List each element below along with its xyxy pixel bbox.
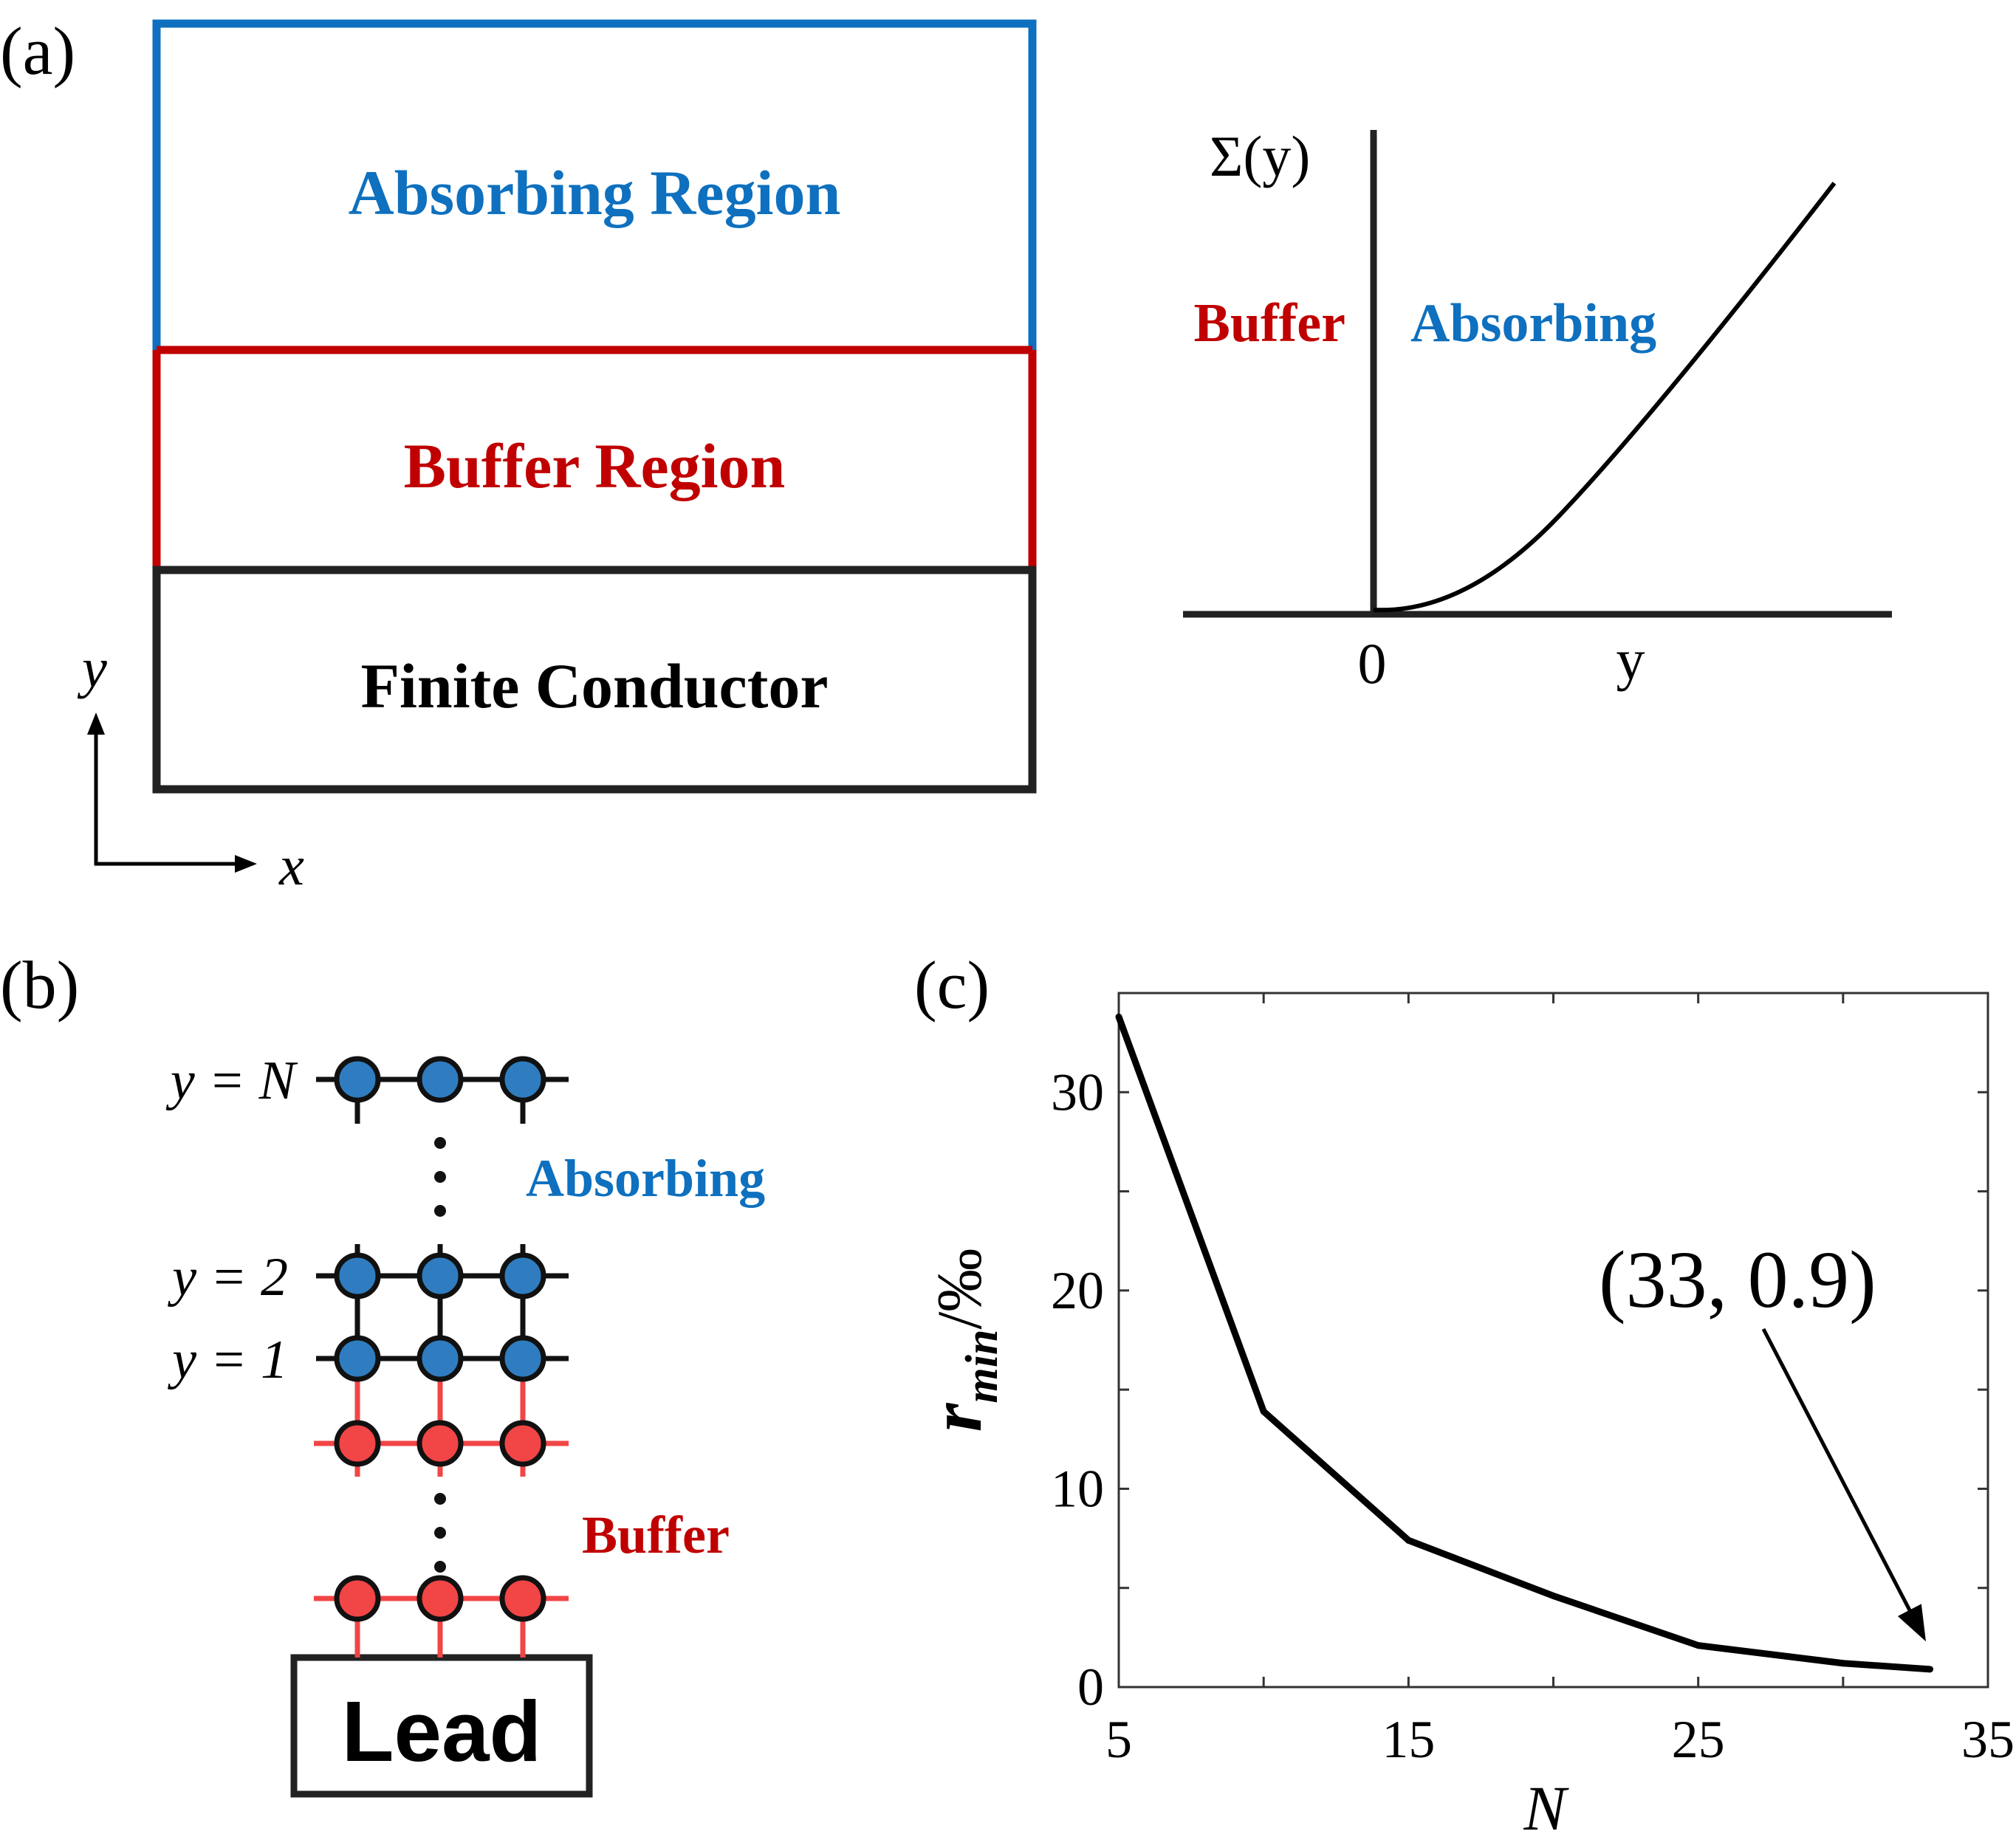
finite-conductor-box [152,566,1037,794]
annotation-arrow [1761,1328,1923,1633]
panel-b: (b) Lead [0,947,765,1798]
panel-b-label: (b) [0,947,79,1023]
panel-a: (a) Absorbing Region Buffer Region Finit… [0,13,1892,897]
panel-c: (c) 5 15 25 35 0 10 20 30 N rmin/‰ (33, 0.9) [914,947,2015,1834]
y-axis-label-sub: min [957,1330,1007,1404]
annotation-label: (33, 0.9) [1599,1234,1876,1325]
absorbing-nodes [334,1056,546,1382]
series-points [1115,1013,1934,1673]
finite-conductor-label: Finite Conductor [360,650,828,721]
row-label-2: y = 2 [167,1247,288,1308]
data-point [1695,1642,1702,1649]
absorbing-ellipsis-icon [434,1137,446,1217]
buffer-nodes [334,1420,546,1622]
row-label-1: y = 1 [167,1330,288,1390]
absorbing-region-label: Absorbing Region [349,157,841,228]
chart-ticks [1117,992,1989,1689]
y-axis-label-unit: /‰ [924,1249,995,1330]
y-tick-label: 20 [1051,1261,1104,1320]
data-point [1405,1536,1412,1544]
chart-tick-labels: 5 15 25 35 0 10 20 30 [1051,1062,2015,1769]
panel-c-label: (c) [914,947,990,1023]
lattice-absorbing-label: Absorbing [526,1149,765,1208]
y-axis-label-main: r [915,1402,997,1432]
sigma-label: Σ(y) [1210,124,1310,188]
data-point [1260,1408,1267,1415]
lead-label: Lead [342,1683,542,1779]
data-point [1115,1013,1122,1020]
row-label-N: y = N [165,1051,298,1111]
y-arrowhead-icon [87,712,105,735]
buffer-region-box [152,346,1037,570]
lattice-buffer-label: Buffer [582,1505,730,1565]
buffer-ellipsis-icon [434,1493,446,1573]
x-tick-label: 25 [1672,1710,1725,1769]
sigma-y-label: y [1616,628,1645,692]
y-axis-label: rmin/‰ [915,1249,1007,1432]
y-tick-label: 30 [1051,1062,1104,1122]
axis-x-label: x [278,835,304,897]
annotation-arrowhead-icon [1897,1604,1926,1642]
data-point [1550,1592,1557,1599]
x-arrowhead-icon [235,855,257,873]
x-tick-label: 5 [1105,1710,1132,1769]
absorbing-region-box [152,19,1037,350]
chart-frame [1117,992,1989,1689]
x-tick-label: 15 [1382,1710,1435,1769]
absorbing-bonds [316,1076,569,1361]
y-tick-label: 0 [1077,1658,1104,1717]
buffer-region-label: Buffer Region [404,430,786,501]
sigma-buffer-label: Buffer [1194,293,1346,354]
sigma-absorbing-label: Absorbing [1410,293,1656,354]
axis-y-label: y [77,637,107,699]
sigma-curve [1373,182,1837,613]
data-point [1927,1666,1934,1673]
lead-box [290,1654,593,1798]
panel-a-label: (a) [0,13,75,89]
sigma-origin-label: 0 [1358,631,1387,696]
x-tick-label: 35 [1961,1710,2015,1769]
data-point [1840,1660,1847,1667]
series-line [1115,1015,1930,1673]
y-tick-label: 10 [1051,1459,1104,1518]
x-axis-label: N [1523,1773,1569,1834]
